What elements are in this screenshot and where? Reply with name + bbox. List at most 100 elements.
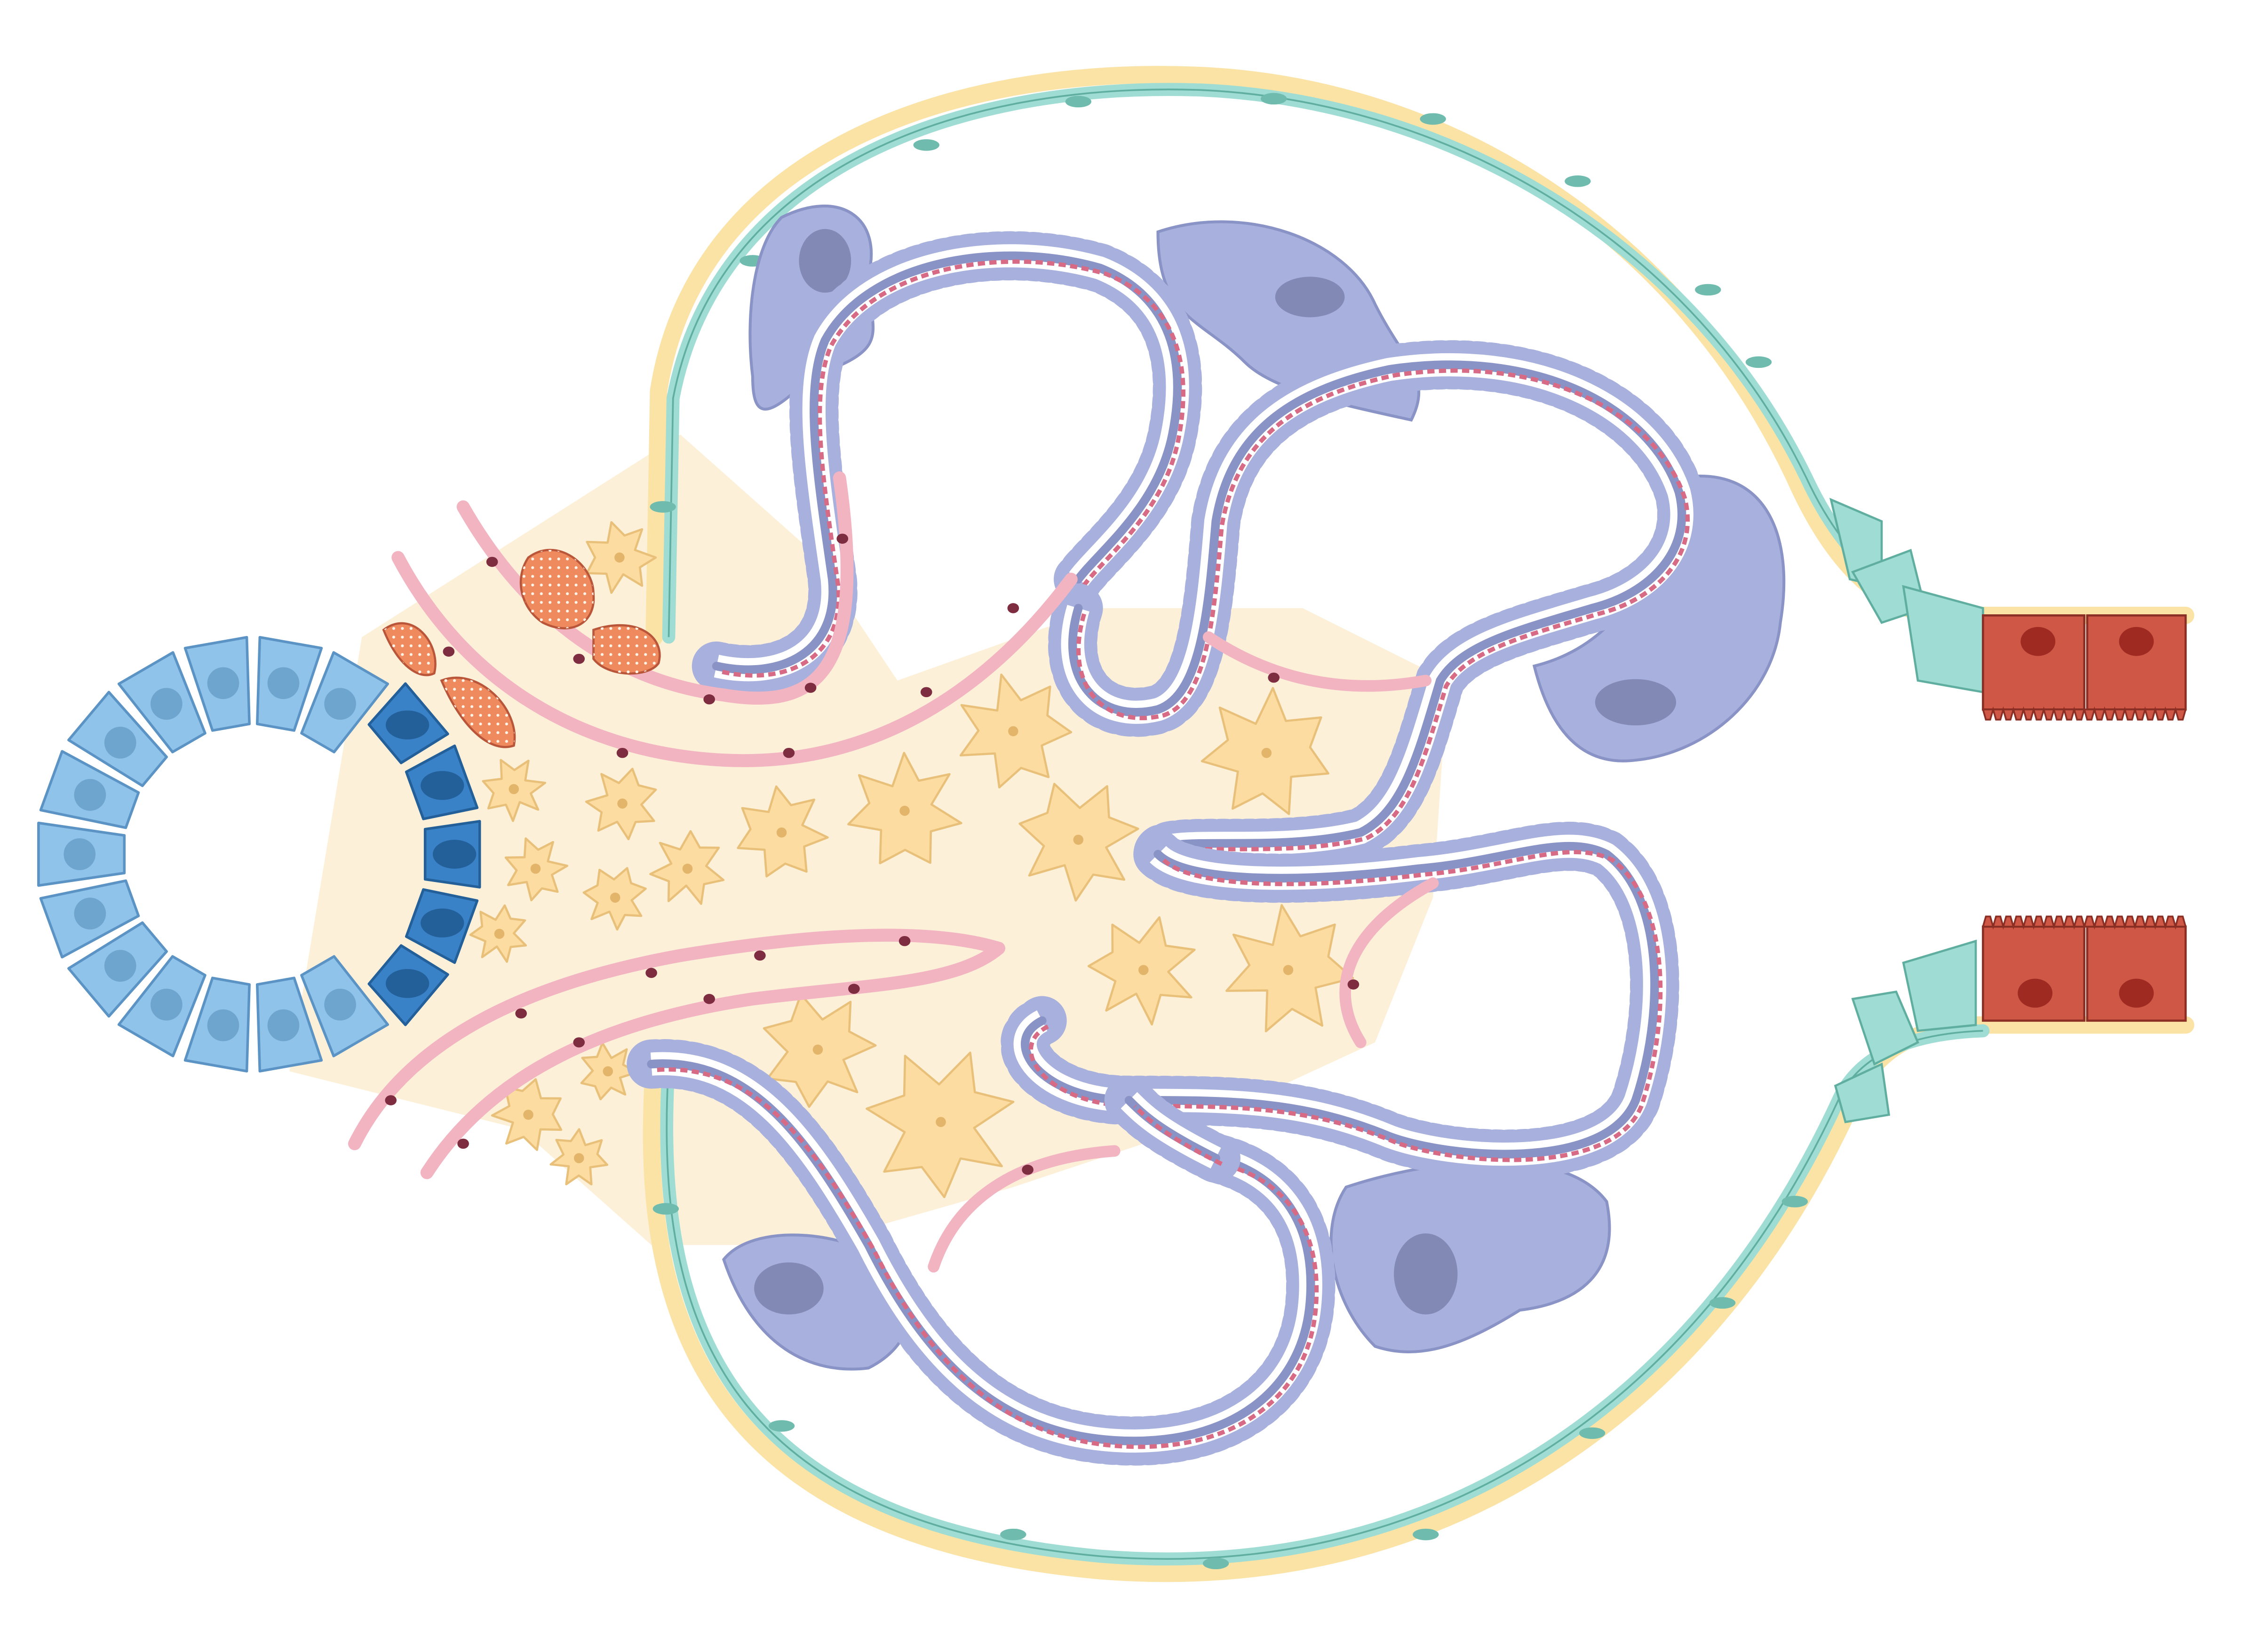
endothelial-lining bbox=[928, 631, 1439, 1273]
macula-densa-cell bbox=[423, 820, 481, 889]
parietal-cells-urinary-pole bbox=[1829, 498, 1984, 1123]
endothelial-nucleus bbox=[754, 950, 766, 961]
cell-nucleus bbox=[267, 667, 300, 699]
mesangial-cell bbox=[1087, 916, 1196, 1026]
fenestrated-endothelium bbox=[1076, 368, 1690, 861]
parietal-nucleus bbox=[1413, 1528, 1439, 1541]
fenestrated-endothelium bbox=[1133, 1104, 1223, 1166]
mesangial-cell bbox=[1225, 904, 1354, 1032]
cell-nucleus bbox=[207, 1009, 239, 1041]
cell-nucleus bbox=[386, 969, 429, 998]
mesangial-cell bbox=[582, 867, 647, 931]
parietal-nucleus bbox=[650, 501, 676, 513]
mesangial-cell bbox=[1201, 687, 1330, 815]
endothelial-nucleus bbox=[486, 556, 498, 567]
glomerular-basement-membrane bbox=[1124, 1096, 1220, 1163]
endothelial-nucleus bbox=[703, 993, 715, 1004]
mesangial-cell bbox=[482, 759, 547, 822]
parietal-nucleus bbox=[1745, 356, 1772, 368]
cell-nucleus bbox=[151, 988, 183, 1021]
endothelial-nucleus bbox=[848, 984, 860, 994]
proximal-cell bbox=[2086, 614, 2187, 711]
parietal-nucleus bbox=[768, 1420, 795, 1432]
parietal-nucleus bbox=[1420, 113, 1446, 125]
capillary-loop bbox=[1048, 340, 1707, 879]
endothelial-nucleus bbox=[645, 968, 657, 978]
brush-border-top bbox=[1981, 706, 2187, 721]
endothelial-nucleus bbox=[573, 1037, 585, 1048]
mesangial-cell bbox=[1018, 783, 1139, 902]
efferent-arteriole-wall bbox=[348, 929, 1005, 1151]
cell-nucleus bbox=[74, 779, 106, 811]
capillary-loop bbox=[1104, 1075, 1240, 1183]
fenestrated-endothelium bbox=[722, 259, 1185, 678]
endothelial-nucleus bbox=[573, 653, 585, 664]
endothelial-nucleus bbox=[783, 747, 795, 758]
endothelial-nucleus bbox=[515, 1008, 527, 1019]
proximal-cell bbox=[1982, 614, 2086, 711]
endothelial-nucleus bbox=[1022, 1165, 1034, 1175]
parietal-cell-nuclei bbox=[650, 93, 1808, 1569]
distal-tubule-cell bbox=[300, 651, 390, 754]
mesangial-cell bbox=[504, 837, 569, 902]
podocyte-body bbox=[1532, 474, 1786, 762]
mesangial-cell bbox=[580, 1041, 638, 1101]
parietal-nucleus bbox=[1000, 1528, 1026, 1541]
macula-densa-cell bbox=[367, 944, 449, 1026]
cell-nucleus bbox=[421, 908, 464, 937]
parietal-nucleus bbox=[1781, 1196, 1808, 1207]
distal-tubule-cell bbox=[37, 821, 126, 887]
capillary-loop bbox=[627, 1039, 1336, 1466]
cell-nucleus bbox=[104, 950, 136, 982]
cell-nucleus bbox=[324, 688, 356, 720]
mesangial-cell bbox=[847, 752, 962, 865]
cell-nucleus bbox=[207, 667, 239, 699]
endothelial-nuclei bbox=[385, 533, 1360, 1175]
cell-nucleus bbox=[421, 771, 464, 800]
distal-tubule-cell bbox=[183, 977, 251, 1073]
endothelial-nucleus bbox=[385, 1095, 397, 1105]
mesangial-cell bbox=[585, 768, 657, 841]
macula-densa-cell bbox=[405, 744, 479, 820]
parietal-nucleus bbox=[1695, 284, 1721, 296]
parietal-nucleus bbox=[1065, 95, 1091, 108]
cell-nucleus bbox=[324, 988, 356, 1021]
distal-tubule-cell bbox=[39, 879, 140, 959]
endothelial-nucleus bbox=[898, 936, 911, 946]
distal-tubule-cell bbox=[256, 977, 323, 1073]
distal-tubule-cell bbox=[67, 691, 168, 787]
cell-nucleus bbox=[64, 838, 96, 870]
podocyte-nuclei bbox=[754, 229, 1677, 1315]
endothelial-nucleus bbox=[1347, 979, 1360, 990]
parietal-nucleus bbox=[1202, 1557, 1229, 1569]
endothelial-nucleus bbox=[1268, 672, 1280, 683]
endothelial-nucleus bbox=[703, 694, 715, 705]
mesangial-cell bbox=[586, 521, 657, 594]
distal-tubule-cell bbox=[117, 955, 207, 1057]
parietal-nucleus bbox=[652, 1203, 679, 1215]
cell-nucleus bbox=[151, 688, 183, 720]
parietal-nucleus bbox=[913, 139, 939, 151]
cell-nucleus bbox=[74, 897, 106, 929]
capillary-loop bbox=[692, 231, 1202, 694]
mesangial-cell bbox=[763, 993, 877, 1108]
endothelial-nucleus bbox=[616, 747, 628, 758]
cell-nucleus bbox=[433, 840, 477, 869]
mesangial-cell bbox=[866, 1051, 1015, 1199]
endothelial-nucleus bbox=[804, 683, 817, 693]
macula-densa-cell bbox=[405, 888, 479, 964]
mesangial-cells bbox=[469, 521, 1354, 1199]
brush-border-bottom bbox=[1981, 915, 2187, 930]
proximal-cell bbox=[1982, 925, 2086, 1022]
parietal-nucleus bbox=[1579, 1427, 1606, 1439]
mesangial-cell bbox=[737, 785, 829, 878]
distal-tubule-cell bbox=[256, 636, 323, 732]
mesangial-cell bbox=[649, 830, 725, 905]
endothelial-nucleus bbox=[836, 533, 849, 544]
distal-tubule-ring bbox=[37, 636, 481, 1073]
distal-tubule-cell bbox=[117, 651, 207, 754]
distal-tubule-cell bbox=[183, 636, 251, 732]
endothelial-nucleus bbox=[1007, 603, 1019, 613]
